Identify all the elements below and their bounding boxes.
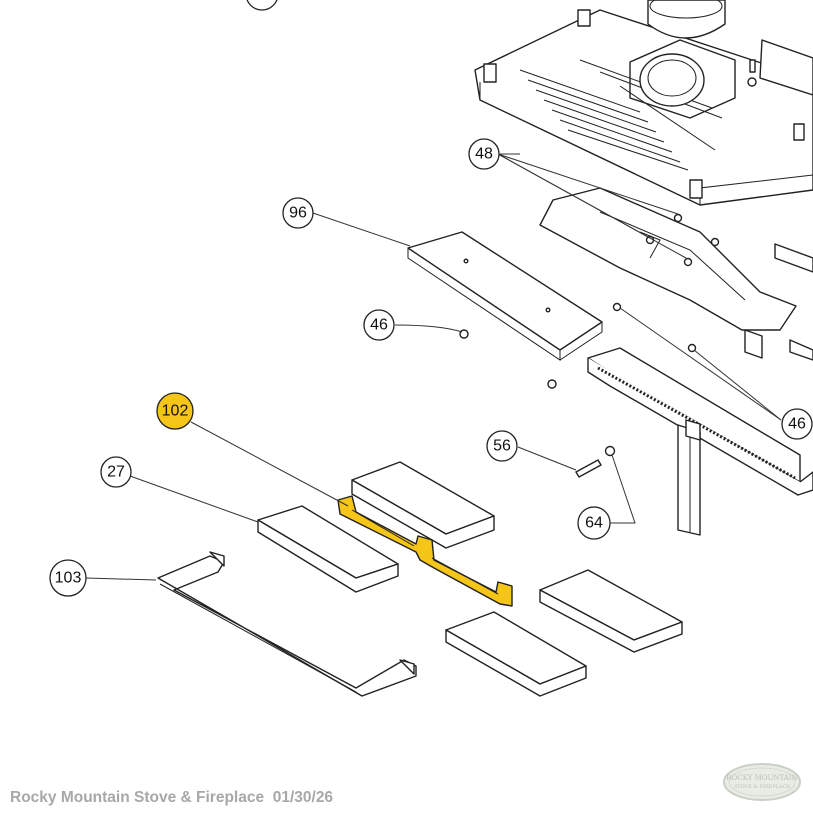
part-96-plate [407,231,603,361]
callout-46-top [246,0,278,11]
footer-date: 01/30/26 [272,789,334,806]
bolts-48 [645,213,720,267]
callout-103: 103 [49,559,87,597]
top-plate-assembly [474,0,813,206]
callout-label: 48 [475,146,493,163]
callout-label: 56 [493,438,511,455]
part-27-brick [257,505,399,593]
callout-48: 48 [468,138,500,170]
mounting-posts [483,9,805,199]
callout-46-right: 46 [781,408,813,440]
callout-96: 96 [282,197,314,229]
callout-label: 46 [370,317,388,334]
brick-lower-right [539,569,683,653]
rail-assembly [587,347,813,536]
part-56-screw [575,459,602,478]
callout-64: 64 [577,506,611,540]
brick-lower-left [445,611,587,697]
footer-company: Rocky Mountain Stove & Fireplace [10,789,265,806]
leader-lines [85,153,782,581]
callout-label: 103 [55,570,82,587]
company-logo: ROCKY MOUNTAIN STOVE & FIREPLACE [723,763,801,801]
callout-label: 64 [585,515,603,532]
part-64-nut [604,445,616,457]
callout-56: 56 [486,430,518,462]
svg-text:ROCKY MOUNTAIN: ROCKY MOUNTAIN [726,774,797,782]
callout-27: 27 [100,456,132,488]
callout-46-left: 46 [363,309,395,341]
brick-upper [351,461,495,549]
callout-102: 102 [156,392,194,430]
part-102-bracket [337,495,513,607]
footer-credit: Rocky Mountain Stove & Fireplace 01/30/2… [10,789,333,807]
callout-label: 96 [289,205,307,222]
callout-label: 102 [162,403,189,420]
part-103-rod [157,551,417,697]
callout-label: 27 [107,464,125,481]
callout-label: 46 [788,416,806,433]
loose-bolts [459,302,697,389]
part-48-bracket [539,187,813,361]
svg-text:STOVE & FIREPLACE: STOVE & FIREPLACE [734,784,791,790]
